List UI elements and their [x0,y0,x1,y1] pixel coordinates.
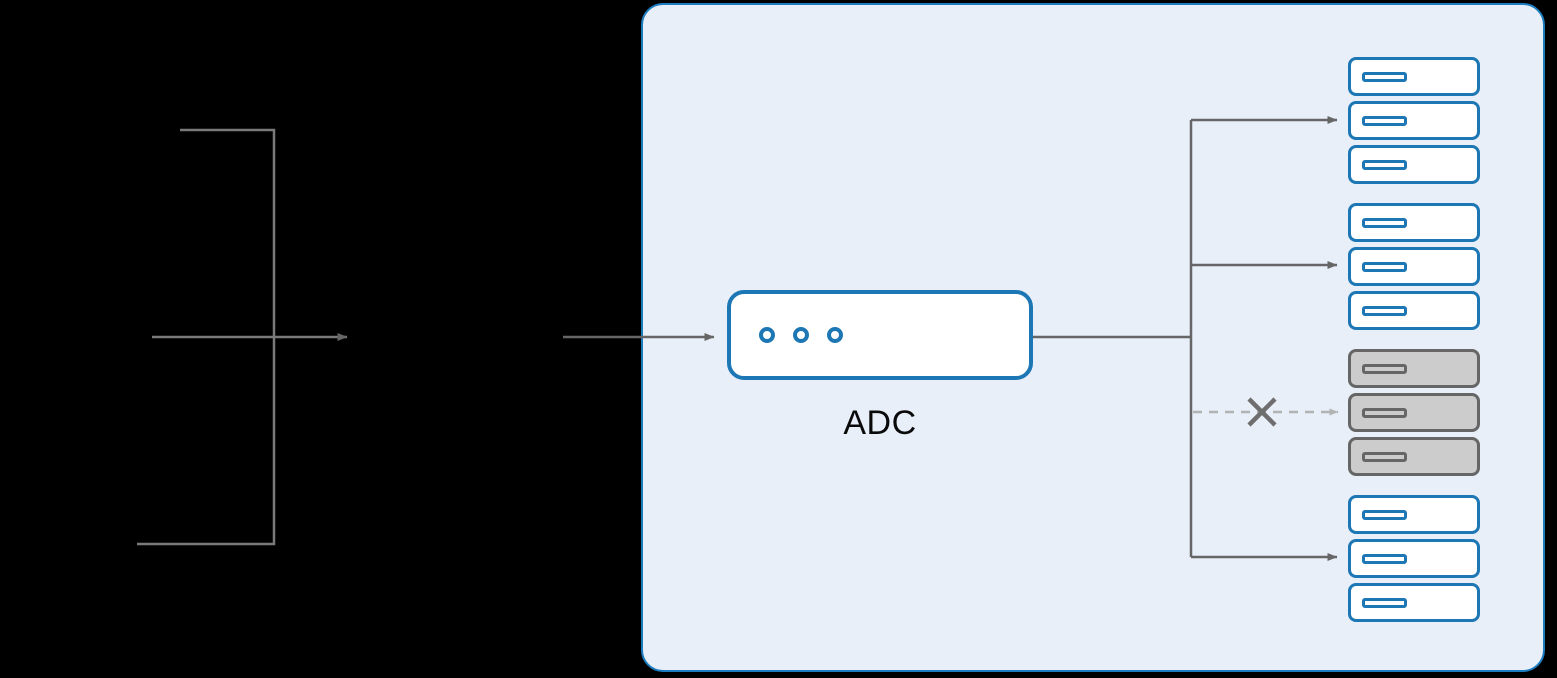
client-bracket [137,128,276,546]
server-node[interactable] [1348,101,1480,140]
server-status-led-icon [1362,451,1407,462]
server-group-3 [1348,349,1480,476]
adc-dot-icon [759,327,775,343]
server-node[interactable] [1348,247,1480,286]
adc-dot-icon [793,327,809,343]
server-node[interactable] [1348,539,1480,578]
server-group-1 [1348,57,1480,184]
server-node[interactable] [1348,495,1480,534]
server-status-led-icon [1362,407,1407,418]
server-status-led-icon [1362,597,1407,608]
server-node[interactable] [1348,203,1480,242]
server-node[interactable] [1348,437,1480,476]
server-node[interactable] [1348,393,1480,432]
server-node[interactable] [1348,583,1480,622]
adc-dot-icon [827,327,843,343]
server-status-led-icon [1362,363,1407,374]
server-group-4 [1348,495,1480,622]
server-status-led-icon [1362,115,1407,126]
server-status-led-icon [1362,553,1407,564]
adc-appliance[interactable] [727,290,1033,380]
server-node[interactable] [1348,145,1480,184]
adc-label: ADC [843,404,917,442]
server-node[interactable] [1348,57,1480,96]
adc-indicator-dots [759,327,843,343]
server-status-led-icon [1362,261,1407,272]
server-node[interactable] [1348,349,1480,388]
server-group-2 [1348,203,1480,330]
server-status-led-icon [1362,71,1407,82]
server-status-led-icon [1362,305,1407,316]
server-node[interactable] [1348,291,1480,330]
server-status-led-icon [1362,159,1407,170]
server-status-led-icon [1362,217,1407,228]
server-status-led-icon [1362,509,1407,520]
